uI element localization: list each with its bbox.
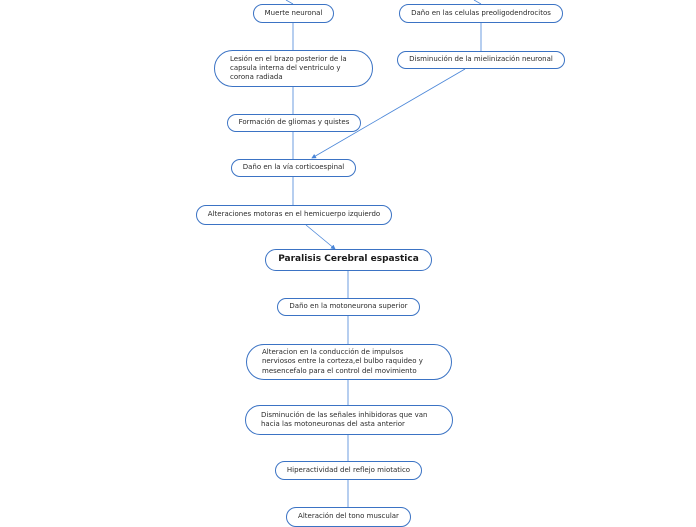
node-lesion-brazo-label: Lesión en el brazo posterior de la capsu… <box>230 54 347 82</box>
node-alteracion-conduccion-label: Alteracion en la conducción de impulsos … <box>262 348 423 375</box>
node-disminucion-mielinizacion-label: Disminución de la mielinización neuronal <box>409 55 553 64</box>
node-dano-celulas[interactable]: Daño en las celulas preoligodendrocitos <box>399 4 563 23</box>
node-hiperactividad-reflejo[interactable]: Hiperactividad del reflejo miotatico <box>275 461 422 480</box>
node-gliomas-label: Formación de gliomas y quistes <box>238 118 350 127</box>
node-tono-muscular[interactable]: Alteración del tono muscular <box>286 507 411 527</box>
node-root-paralisis[interactable]: Paralisis Cerebral espastica <box>265 249 432 271</box>
connector-alteraciones-root <box>305 224 336 250</box>
node-alteraciones-motoras[interactable]: Alteraciones motoras en el hemicuerpo iz… <box>196 205 392 225</box>
node-disminucion-senales-label: Disminución de las señales inhibidoras q… <box>261 410 428 428</box>
node-hiperactividad-reflejo-label: Hiperactividad del reflejo miotatico <box>286 465 411 474</box>
node-gliomas[interactable]: Formación de gliomas y quistes <box>227 114 361 132</box>
node-motoneurona-superior-label: Daño en la motoneurona superior <box>289 302 408 311</box>
node-tono-muscular-label: Alteración del tono muscular <box>298 512 399 521</box>
node-muerte-neuronal-label: Muerte neuronal <box>264 8 323 17</box>
node-alteraciones-motoras-label: Alteraciones motoras en el hemicuerpo iz… <box>207 210 381 219</box>
node-via-corticoespinal[interactable]: Daño en la vía corticoespinal <box>231 159 356 177</box>
node-dano-celulas-label: Daño en las celulas preoligodendrocitos <box>411 8 551 17</box>
node-root-paralisis-label: Paralisis Cerebral espastica <box>278 254 419 265</box>
node-motoneurona-superior[interactable]: Daño en la motoneurona superior <box>277 298 420 316</box>
node-disminucion-senales[interactable]: Disminución de las señales inhibidoras q… <box>245 405 453 435</box>
node-alteracion-conduccion[interactable]: Alteracion en la conducción de impulsos … <box>246 344 452 380</box>
node-via-corticoespinal-label: Daño en la vía corticoespinal <box>242 163 345 172</box>
connector-mielinizacion-via <box>311 68 466 159</box>
node-muerte-neuronal[interactable]: Muerte neuronal <box>253 4 334 23</box>
node-lesion-brazo[interactable]: Lesión en el brazo posterior de la capsu… <box>214 50 373 87</box>
node-disminucion-mielinizacion[interactable]: Disminución de la mielinización neuronal <box>397 51 565 69</box>
